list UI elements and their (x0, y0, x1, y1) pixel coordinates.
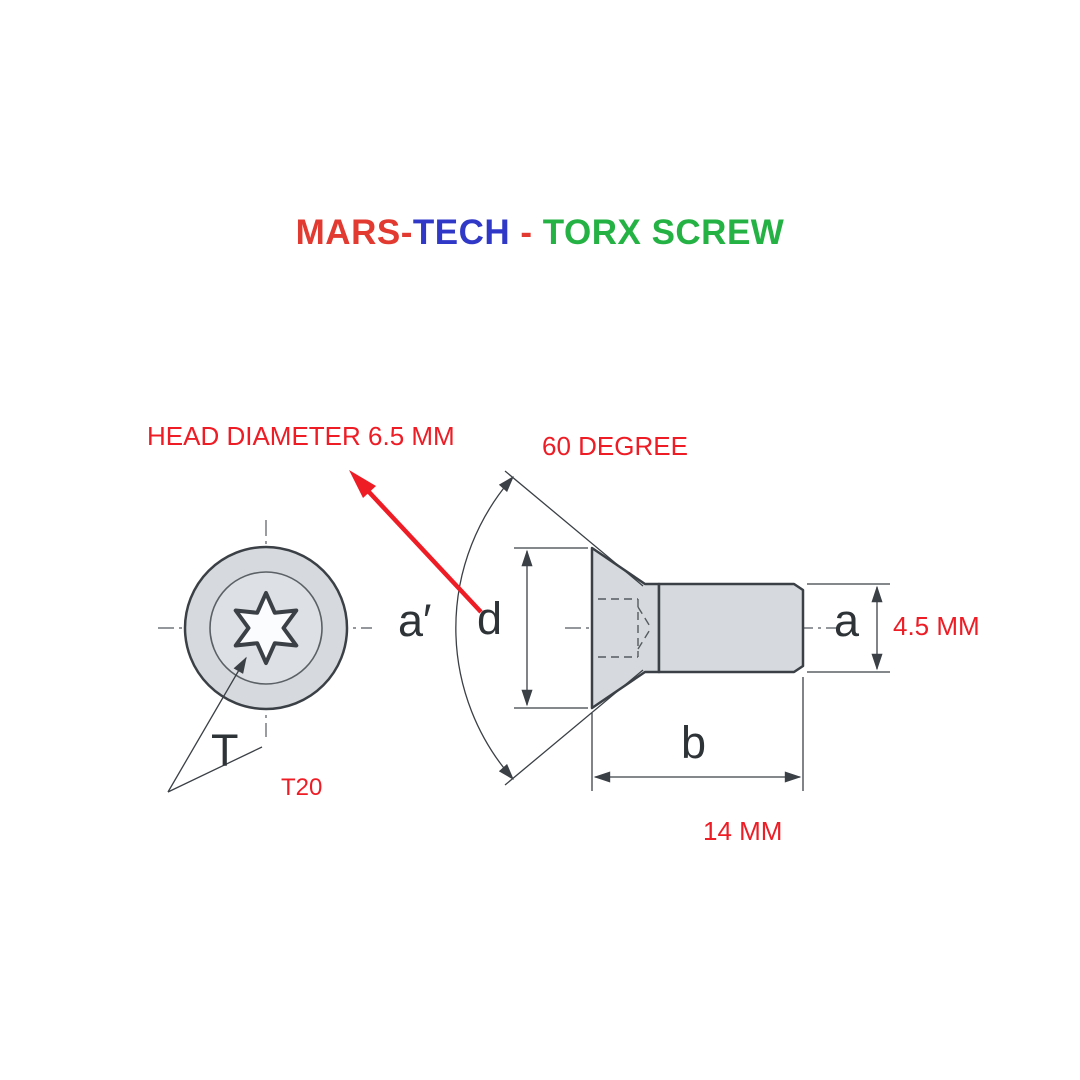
label-torx-drive: T (211, 725, 239, 776)
angle-arc (455, 475, 514, 781)
title-separator: - (510, 213, 543, 252)
torx-leader-line (167, 656, 247, 793)
angle-line-bottom (504, 669, 644, 786)
side-view (455, 470, 890, 791)
angle-line-top (504, 470, 644, 587)
title-brand-secondary: TECH (412, 213, 511, 252)
head-diameter-callout: HEAD DIAMETER 6.5 MM (147, 421, 455, 451)
title-product: TORX SCREW (542, 213, 785, 252)
label-a: a (834, 595, 860, 646)
torx-size-callout: T20 (281, 774, 323, 801)
title-brand-primary: MARS- (295, 213, 413, 252)
shank-diameter-callout: 4.5 MM (893, 611, 980, 641)
shank-length-callout: 14 MM (703, 816, 783, 846)
countersink-angle-callout: 60 DEGREE (542, 431, 688, 461)
screw-shank-profile (657, 582, 805, 674)
countersink-angle-construction (455, 470, 644, 786)
label-a-prime: a′ (398, 595, 432, 646)
shank-length-dimension (591, 677, 804, 791)
top-view (158, 520, 372, 793)
recess-hidden-taper-bottom (637, 627, 652, 650)
page-title: MARS-TECH - TORX SCREW (0, 213, 1080, 253)
red-pointer-line (367, 490, 483, 614)
recess-hidden-taper-top (637, 606, 652, 629)
red-pointer-arrowhead (349, 470, 376, 498)
head-diameter-dimension (514, 547, 588, 709)
label-b: b (681, 717, 707, 768)
torx-recess-star (233, 591, 299, 665)
torx-recess-hidden-lines (598, 598, 652, 658)
shank-diameter-dimension (807, 583, 890, 673)
torx-leader-underline (167, 746, 263, 793)
label-d: d (477, 593, 503, 644)
head-diameter-pointer (349, 470, 483, 614)
